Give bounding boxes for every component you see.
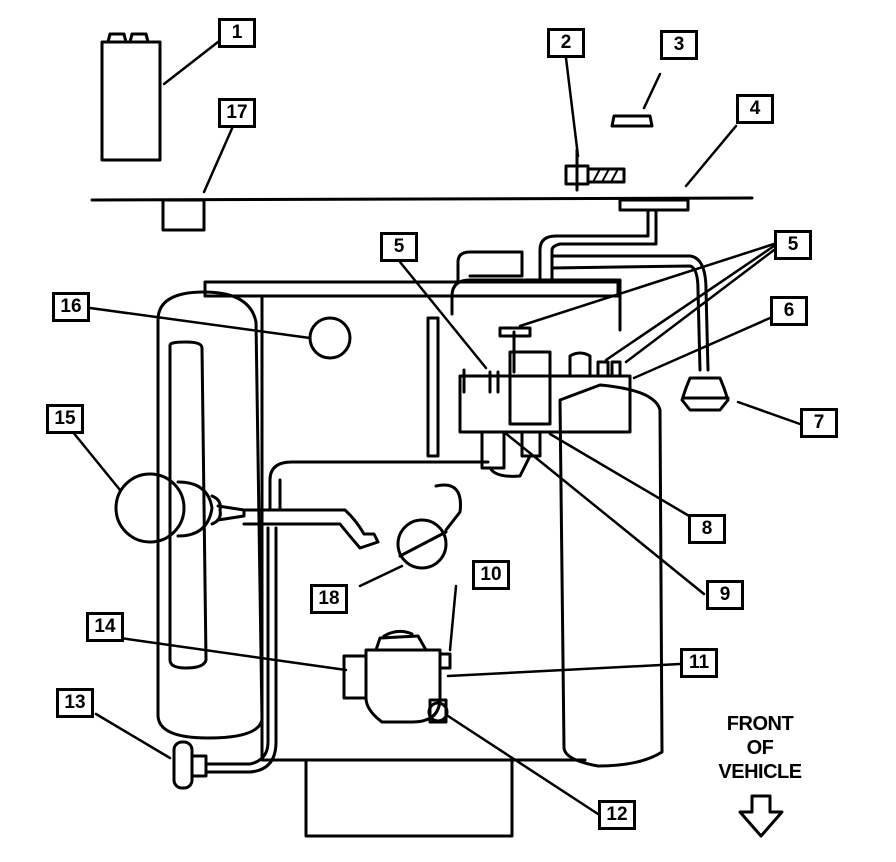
sensor-part — [564, 148, 626, 192]
vacuum-tube-left — [426, 316, 440, 458]
callout-16: 16 — [52, 292, 90, 322]
callout-2: 2 — [547, 28, 585, 58]
vacuum-sensor — [680, 376, 730, 412]
firewall-bracket — [161, 198, 206, 232]
leader-lines — [66, 40, 802, 816]
engine-block — [156, 280, 664, 838]
callout-15: 15 — [46, 404, 84, 434]
callout-11: 11 — [680, 648, 718, 678]
callout-10: 10 — [472, 560, 510, 590]
callout-14: 14 — [86, 612, 124, 642]
down-arrow-icon — [738, 794, 784, 838]
callout-18: 18 — [310, 584, 348, 614]
check-valve — [172, 740, 208, 790]
callout-8: 8 — [688, 514, 726, 544]
callout-7: 7 — [800, 408, 838, 438]
firewall-fitting — [618, 198, 690, 212]
vacuum-hose-upper — [456, 250, 524, 282]
callout-5a: 5 — [380, 232, 418, 262]
callout-6: 6 — [770, 296, 808, 326]
map-sensor-assembly — [342, 629, 452, 724]
vacuum-hose-to-7 — [550, 254, 710, 372]
front-label-line3: VEHICLE — [718, 761, 802, 783]
vacuum-hose-main — [268, 460, 490, 512]
canister-part — [100, 32, 162, 162]
egr-pipe — [242, 508, 380, 550]
callout-17: 17 — [218, 98, 256, 128]
solenoid-cluster — [458, 326, 632, 478]
sensor-dome — [308, 316, 352, 360]
front-of-vehicle-label: FRONT OF VEHICLE — [700, 712, 820, 784]
callout-3: 3 — [660, 30, 698, 60]
front-label-line1: FRONT — [726, 713, 794, 735]
front-label-line2: OF — [746, 737, 774, 759]
callout-5b: 5 — [774, 230, 812, 260]
callout-4: 4 — [736, 94, 774, 124]
vacuum-hose-side — [206, 526, 278, 774]
egr-valve — [114, 472, 246, 544]
vacuum-tube-routing — [450, 278, 622, 332]
callout-9: 9 — [706, 580, 744, 610]
callout-12: 12 — [598, 800, 636, 830]
callout-13: 13 — [56, 688, 94, 718]
vacuum-reservoir — [396, 483, 462, 570]
callout-1: 1 — [218, 18, 256, 48]
vacuum-hose-firewall — [538, 208, 658, 282]
bracket-part — [610, 114, 654, 128]
